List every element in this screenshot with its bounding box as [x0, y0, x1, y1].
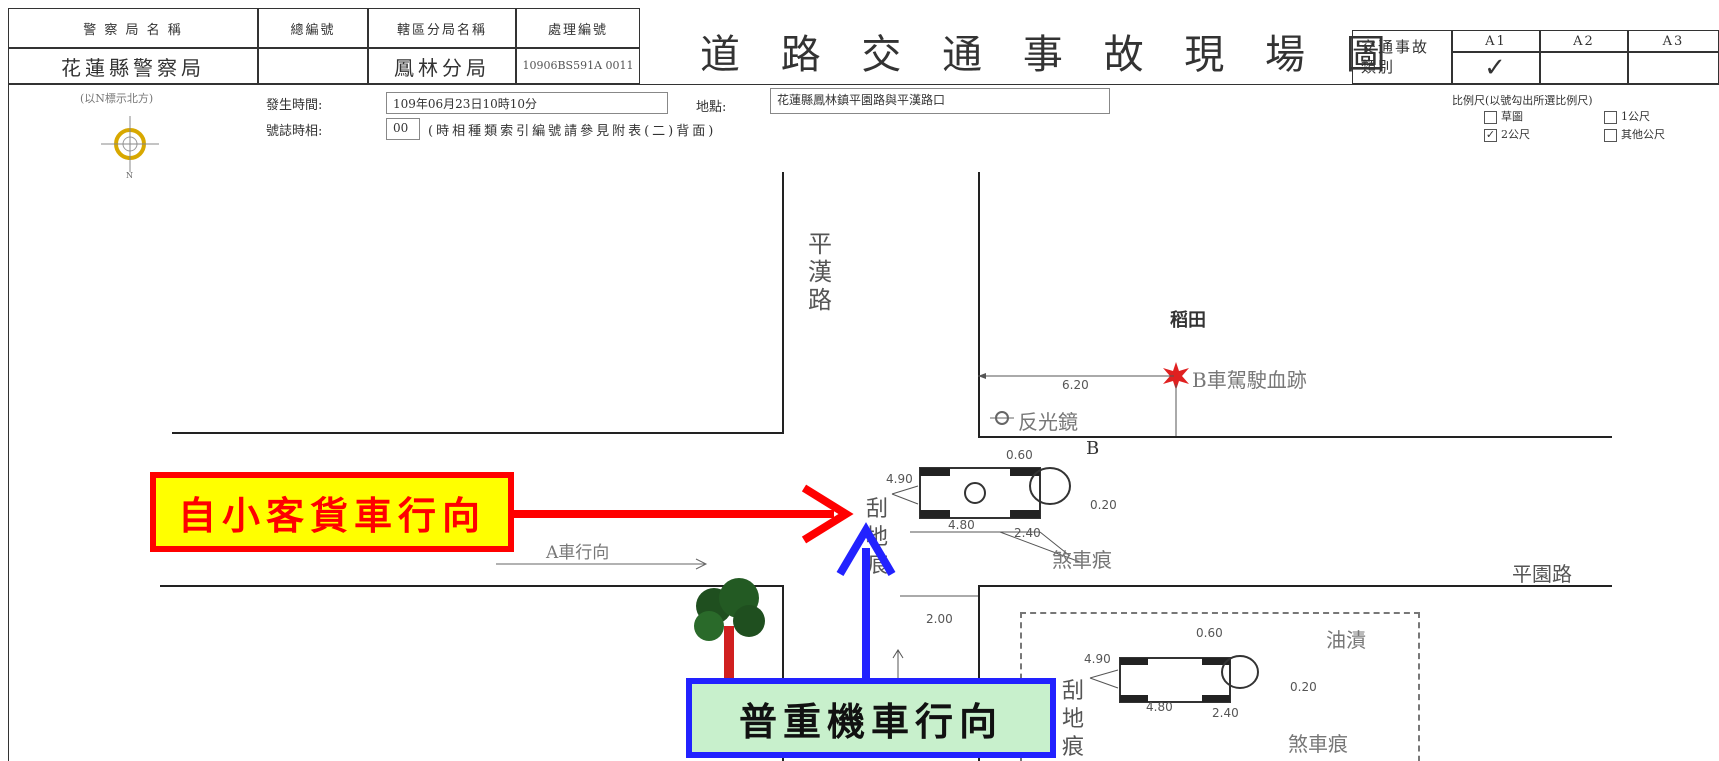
scale-option-other-label: 其他公尺: [1621, 128, 1665, 141]
time-label: 發生時間:: [266, 98, 323, 113]
branch-value: 鳳林分局: [368, 48, 516, 84]
page-title: 道 路 交 通 事 故 現 場 圖: [700, 32, 1400, 78]
time-value: 109年06月23日10時10分: [386, 92, 668, 114]
checkbox-2m-checked: ✓: [1484, 127, 1497, 142]
a-direction-arrow-icon: [496, 558, 708, 570]
field-label: 稻田: [1170, 310, 1206, 331]
phase-note: (時相種類索引編號請參見附表(二)背面): [428, 124, 717, 139]
scale-option-1m: 1公尺: [1604, 108, 1650, 124]
category-check: ✓: [1452, 52, 1540, 84]
scale-option-other: 其他公尺: [1604, 126, 1665, 142]
road-edge-north-east: [978, 172, 980, 436]
scale-option-sketch: 草圖: [1484, 108, 1523, 124]
scale-option-sketch-label: 草圖: [1501, 110, 1523, 123]
road-edge-south-west: [782, 585, 784, 761]
road-edge-east-north: [978, 436, 1612, 438]
frame-left-line: [8, 84, 9, 761]
category-a2: A2: [1540, 30, 1628, 52]
road-edge-west-south: [160, 585, 782, 587]
case-value: 10906BS591A 0011: [516, 48, 640, 84]
checkbox-1m: [1604, 110, 1617, 124]
scale-option-1m-label: 1公尺: [1621, 110, 1650, 123]
dim-4-90-lower: 4.90: [1084, 652, 1111, 666]
road-edge-east-south: [978, 585, 1612, 587]
phase-value: 00: [386, 118, 420, 140]
car-direction-arrow-icon: [514, 484, 854, 544]
oil-label: 油漬: [1326, 628, 1366, 652]
road-edge-west-north: [172, 432, 784, 434]
dim-2-40: 2.40: [1014, 526, 1041, 540]
serial-label: 總編號: [258, 8, 368, 48]
mirror-icon: [990, 411, 1014, 425]
dim-0-20: 0.20: [1090, 498, 1117, 512]
branch-label: 轄區分局名稱: [368, 8, 516, 48]
dim-2-00: 2.00: [926, 612, 953, 626]
compass-icon: N: [101, 116, 159, 178]
scrape-label-lower: 刮地痕: [1061, 679, 1084, 760]
category-a2-box: [1540, 52, 1628, 84]
blood-label: B車駕駛血跡: [1192, 368, 1307, 392]
tree-icon: [694, 578, 765, 686]
a-direction-label: A車行向: [546, 543, 610, 563]
serial-value: [258, 48, 368, 84]
checkbox-sketch: [1484, 110, 1497, 124]
dim-2-40-lower: 2.40: [1212, 706, 1239, 720]
dim-4-80-lower: 4.80: [1146, 700, 1173, 714]
blood-mark-icon: [1163, 362, 1189, 390]
road-edge-south-east: [978, 585, 980, 761]
mirror-label: 反光鏡: [1018, 410, 1078, 434]
vehicle-sketch-upper: [891, 467, 1081, 563]
case-label: 處理編號: [516, 8, 640, 48]
location-label: 地點:: [696, 100, 727, 115]
moto-direction-label: 普重機車行向: [686, 678, 1056, 758]
checkbox-other: [1604, 128, 1617, 142]
vehicle-sketch-lower: [1089, 655, 1259, 703]
moto-direction-arrow-icon: [836, 522, 896, 680]
dim-0-20-lower: 0.20: [1290, 680, 1317, 694]
agency-label: 警 察 局 名 稱: [8, 8, 258, 48]
dim-0-60: 0.60: [1006, 448, 1033, 462]
road-north-name: 平漢路: [808, 230, 832, 314]
frame-top-line: [8, 84, 1719, 85]
category-a3-box: [1628, 52, 1719, 84]
category-a3: A3: [1628, 30, 1719, 52]
category-label: 交通事故 類別: [1352, 30, 1452, 84]
road-edge-north-west: [782, 172, 784, 432]
category-a1: A1: [1452, 30, 1540, 52]
brake-label-upper: 煞車痕: [1052, 548, 1112, 572]
phase-label: 號誌時相:: [266, 124, 323, 139]
agency-value: 花蓮縣警察局: [8, 48, 258, 84]
north-note: (以N標示北方): [80, 92, 154, 105]
svg-text:N: N: [126, 171, 133, 178]
dim-6-20: 6.20: [1062, 378, 1089, 392]
dimension-lines: [978, 373, 1177, 436]
car-direction-label: 自小客貨車行向: [150, 472, 514, 552]
location-value: 花蓮縣鳳林鎮平園路與平漢路口: [770, 88, 1110, 114]
dim-2-00-line: [900, 595, 978, 597]
road-east-name: 平園路: [1512, 562, 1572, 586]
scale-option-2m: ✓ 2公尺: [1484, 126, 1530, 142]
scale-title: 比例尺(以號勾出所選比例尺): [1452, 94, 1593, 107]
scale-option-2m-label: 2公尺: [1501, 128, 1530, 141]
dim-0-60-lower: 0.60: [1196, 626, 1223, 640]
brake-label-lower: 煞車痕: [1288, 732, 1348, 756]
dim-4-90: 4.90: [886, 472, 913, 486]
dim-4-80: 4.80: [948, 518, 975, 532]
vehicle-b-label: B: [1086, 438, 1100, 459]
